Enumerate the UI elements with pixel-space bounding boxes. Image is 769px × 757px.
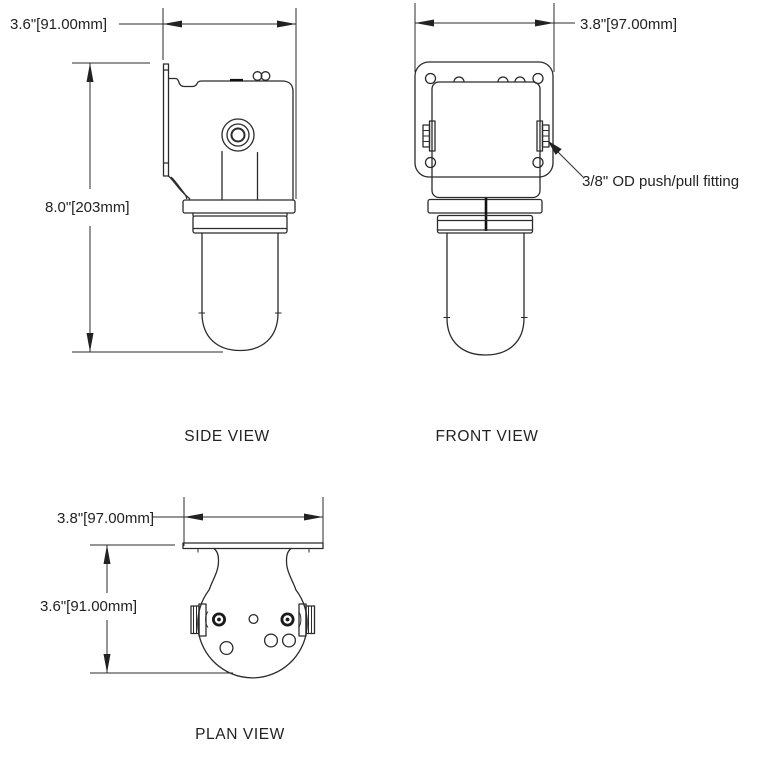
leader-line [555,149,584,178]
screw-paren-marks [205,611,302,628]
side-height-dimension: 8.0"[203mm] [45,62,223,353]
top-screw-icon [260,71,271,81]
dim-arrow-up-icon [86,63,94,82]
screw-right [280,612,295,627]
dim-arrow-right-icon [535,19,554,27]
front-view-part [414,61,554,356]
mount-plate [414,61,554,178]
port-hole [219,640,234,656]
plate-top-holes [453,76,526,83]
dim-arrow-left-icon [184,513,203,521]
neck-left [208,547,220,591]
side-height-label: 8.0"[203mm] [45,199,130,216]
plan-view-label: PLAN VIEW [195,726,285,743]
spout-inner-curve [170,176,188,200]
fitting-threads [193,606,197,634]
side-view-label: SIDE VIEW [184,428,270,445]
mount-plate-top [182,542,324,550]
plan-depth-label: 3.6"[91.00mm] [40,598,137,615]
fitting-annotation: 3/8" OD push/pull fitting [547,140,739,190]
plate-corner-hole [424,72,437,85]
bowl [446,232,525,356]
bowl-ring [192,215,288,234]
plan-width-label: 3.8"[97.00mm] [57,510,154,527]
fitting-boss-inner [230,127,246,143]
plan-depth-dimension: 3.6"[91.00mm] [40,544,233,674]
plan-width-dimension: 3.8"[97.00mm] [57,497,324,546]
front-view-label: FRONT VIEW [435,428,538,445]
dim-arrow-left-icon [163,20,182,28]
dim-arrow-down-icon [103,654,111,673]
front-view: 3.8"[97.00mm] [414,3,739,445]
fitting-boss-outer [221,118,255,152]
collar-ring-joints [192,212,288,217]
plate-corner-hole [532,156,544,169]
front-width-label: 3.8"[97.00mm] [580,16,677,33]
side-width-label: 3.6"[91.00mm] [10,16,107,33]
dim-arrow-right-icon [304,513,323,521]
neck-right [285,547,297,591]
screw-center [285,617,290,622]
dim-arrow-up-icon [103,545,111,564]
plate-corner-hole [424,156,437,169]
side-fitting-left [190,603,207,637]
side-fitting-right [298,603,316,637]
fitting-threads [308,606,312,634]
center-hole [248,613,259,625]
bowl-ring-lines [437,219,533,231]
valve-body-outline [167,77,294,201]
top-screw-icon [252,71,263,81]
side-view-part [162,63,296,352]
leader-arrow-icon [547,140,562,155]
side-width-dimension: 3.6"[91.00mm] [10,8,297,199]
body-circle [197,589,308,679]
side-fitting-left [422,120,436,152]
fitting-threads [423,130,430,142]
bowl-ring [436,214,534,234]
bowl [201,232,279,352]
mount-plate-edge [162,63,170,177]
plan-view-part [182,542,324,679]
port-hole [263,633,279,648]
fitting-boss-middle [226,123,250,147]
screw-left [212,612,226,627]
dim-arrow-down-icon [86,333,94,352]
port-hole [281,633,297,648]
side-fitting-right [536,120,550,152]
front-width-dimension: 3.8"[97.00mm] [414,3,677,72]
valve-body [431,81,541,199]
fitting-note-label: 3/8" OD push/pull fitting [582,173,739,190]
spout-outline [167,175,191,201]
dim-arrow-right-icon [277,20,296,28]
pedestal-lines [221,150,259,201]
plate-ticks [197,548,310,553]
dim-arrow-left-icon [415,19,434,27]
screw-center [217,617,221,622]
mount-plate-ticks [162,69,170,164]
fitting-flange [305,605,316,635]
plan-view: 3.8"[97.00mm] 3.6"[91.00mm] [40,497,324,743]
collar [182,199,296,214]
fitting-threads [542,130,549,142]
side-view: 3.6"[91.00mm] 8.0"[203mm] [10,8,297,445]
